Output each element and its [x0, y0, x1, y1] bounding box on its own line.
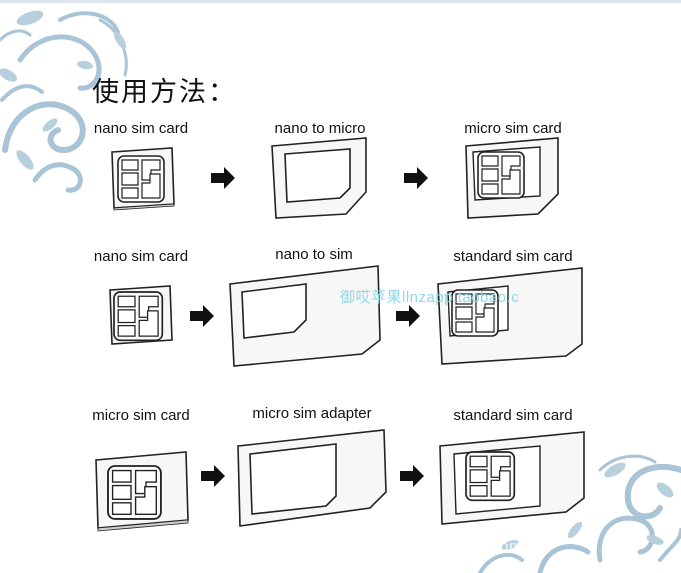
- label-micro-sim-card-row3: micro sim card: [92, 407, 190, 424]
- nano-sim-card-row2: [109, 285, 173, 345]
- shop-watermark: 御哎苹果llnzapp.taobao.c: [340, 289, 520, 306]
- top-left-swirl-ornament: [0, 11, 128, 193]
- top-bar: [0, 0, 681, 3]
- bottom-right-swirl-ornament: [478, 454, 681, 573]
- label-nano-to-micro: nano to micro: [274, 120, 366, 137]
- micro-sim-adapter: [237, 429, 387, 527]
- label-nano-sim-card-row2: nano sim card: [93, 248, 189, 265]
- label-micro-sim-card-row1: micro sim card: [464, 120, 562, 137]
- arrow-icon: [396, 305, 420, 327]
- top-left-leaf-ornament: [0, 10, 127, 170]
- label-micro-sim-adapter: micro sim adapter: [252, 405, 372, 422]
- label-standard-sim-card-row2: standard sim card: [453, 248, 573, 265]
- arrow-icon: [190, 305, 214, 327]
- nano-to-micro-adapter: [271, 137, 367, 219]
- standard-sim-card-row2: [437, 267, 583, 365]
- micro-sim-card-row1: [465, 137, 559, 219]
- arrow-icon: [400, 465, 424, 487]
- nano-to-sim-adapter: [229, 265, 381, 367]
- arrow-icon: [211, 167, 235, 189]
- bottom-right-leaf-ornament: [501, 462, 674, 550]
- label-nano-sim-card-row1: nano sim card: [93, 120, 189, 137]
- arrow-icon: [404, 167, 428, 189]
- label-nano-to-sim: nano to sim: [275, 246, 353, 263]
- micro-sim-card-row3: [95, 451, 189, 532]
- page-heading: 使用方法：: [92, 77, 237, 108]
- standard-sim-card-row3: [439, 431, 585, 525]
- nano-sim-card-row1: [111, 147, 175, 211]
- shop-watermark-bottom: shop1.5597 007. ...com: [344, 538, 523, 555]
- arrow-icon: [201, 465, 225, 487]
- label-standard-sim-card-row3: standard sim card: [453, 407, 573, 424]
